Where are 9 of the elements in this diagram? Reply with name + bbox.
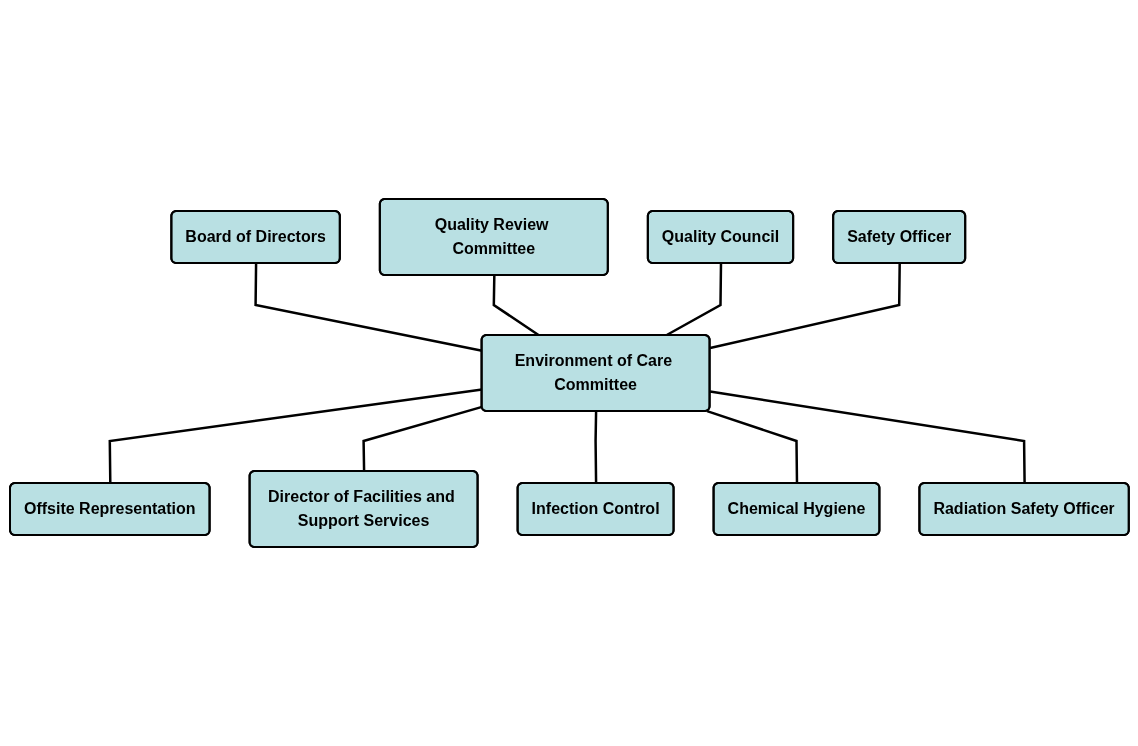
connector — [108, 388, 482, 484]
connector — [706, 409, 798, 484]
connector — [664, 263, 722, 337]
connector — [253, 263, 482, 352]
connector — [593, 411, 597, 484]
connector — [709, 390, 1026, 484]
connector — [492, 275, 540, 337]
connector — [361, 405, 483, 472]
connector — [709, 263, 901, 350]
